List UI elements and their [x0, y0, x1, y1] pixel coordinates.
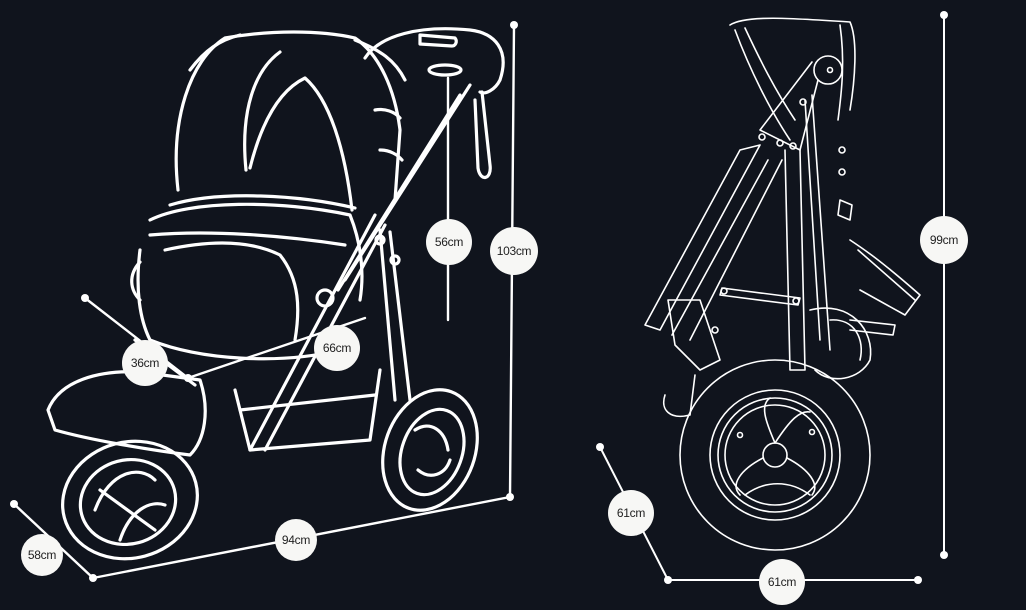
handle-height-dimension-badge: 56cm: [426, 219, 472, 265]
seat-width-dimension-badge: 66cm: [314, 325, 360, 371]
seat-depth-dimension-badge: 36cm: [122, 340, 168, 386]
folded-width-dimension-badge: 61cm: [759, 559, 805, 605]
folded-height-dimension-badge: 99cm: [920, 216, 968, 264]
folded-depth-dimension-badge: 61cm: [608, 490, 654, 536]
length-dimension-badge: 94cm: [275, 519, 317, 561]
folded-stroller-drawing: [644, 17, 921, 551]
dimension-endpoints: [10, 11, 948, 584]
total-height-dimension-badge: 103cm: [490, 227, 538, 275]
unfolded-dimension-lines: [12, 23, 516, 580]
folded-dimension-lines: [599, 14, 945, 581]
unfolded-stroller-drawing: [46, 27, 505, 561]
width-dimension-badge: 58cm: [21, 534, 63, 576]
